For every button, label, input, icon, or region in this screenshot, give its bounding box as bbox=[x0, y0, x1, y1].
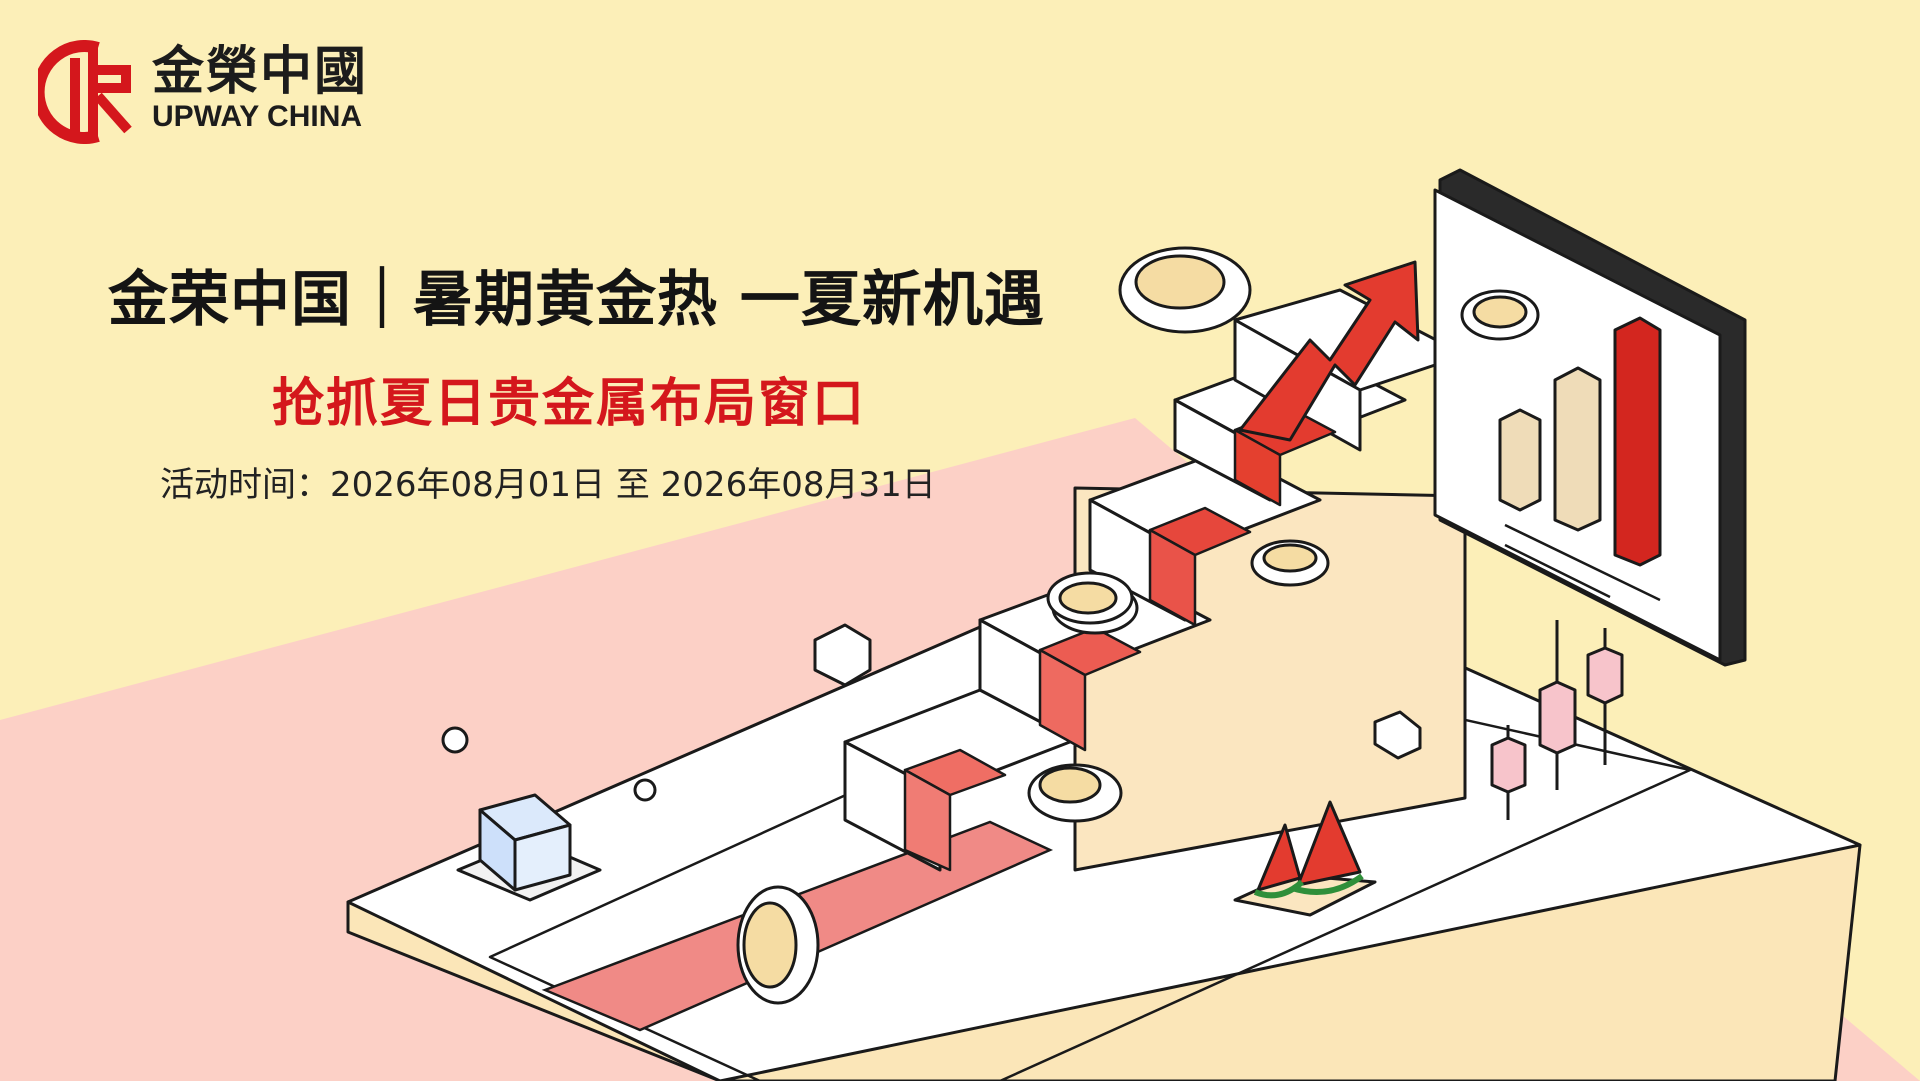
stair-carpet bbox=[903, 406, 1337, 872]
brand-name-en: UPWAY CHINA bbox=[152, 100, 363, 133]
event-period: 活动时间：2026年08月01日 至 2026年08月31日 bbox=[160, 465, 936, 505]
ice-cube-icon bbox=[456, 623, 1422, 902]
banner-headline: 金荣中国｜暑期黄金热 一夏新机遇 bbox=[108, 265, 1045, 335]
watermelon-icon bbox=[1233, 800, 1377, 917]
brand-logo: 金榮中國 UPWAY CHINA bbox=[38, 40, 398, 150]
candlestick-icon bbox=[1490, 620, 1624, 820]
upway-logo-icon bbox=[38, 40, 132, 144]
rising-arrow-icon bbox=[1238, 260, 1420, 442]
bar-chart-icon bbox=[1433, 168, 1747, 667]
gold-coin-icon bbox=[736, 246, 1540, 1005]
banner-subheadline: 抢抓夏日贵金属布局窗口 bbox=[272, 374, 867, 434]
brand-name-cn: 金榮中國 bbox=[152, 42, 369, 102]
